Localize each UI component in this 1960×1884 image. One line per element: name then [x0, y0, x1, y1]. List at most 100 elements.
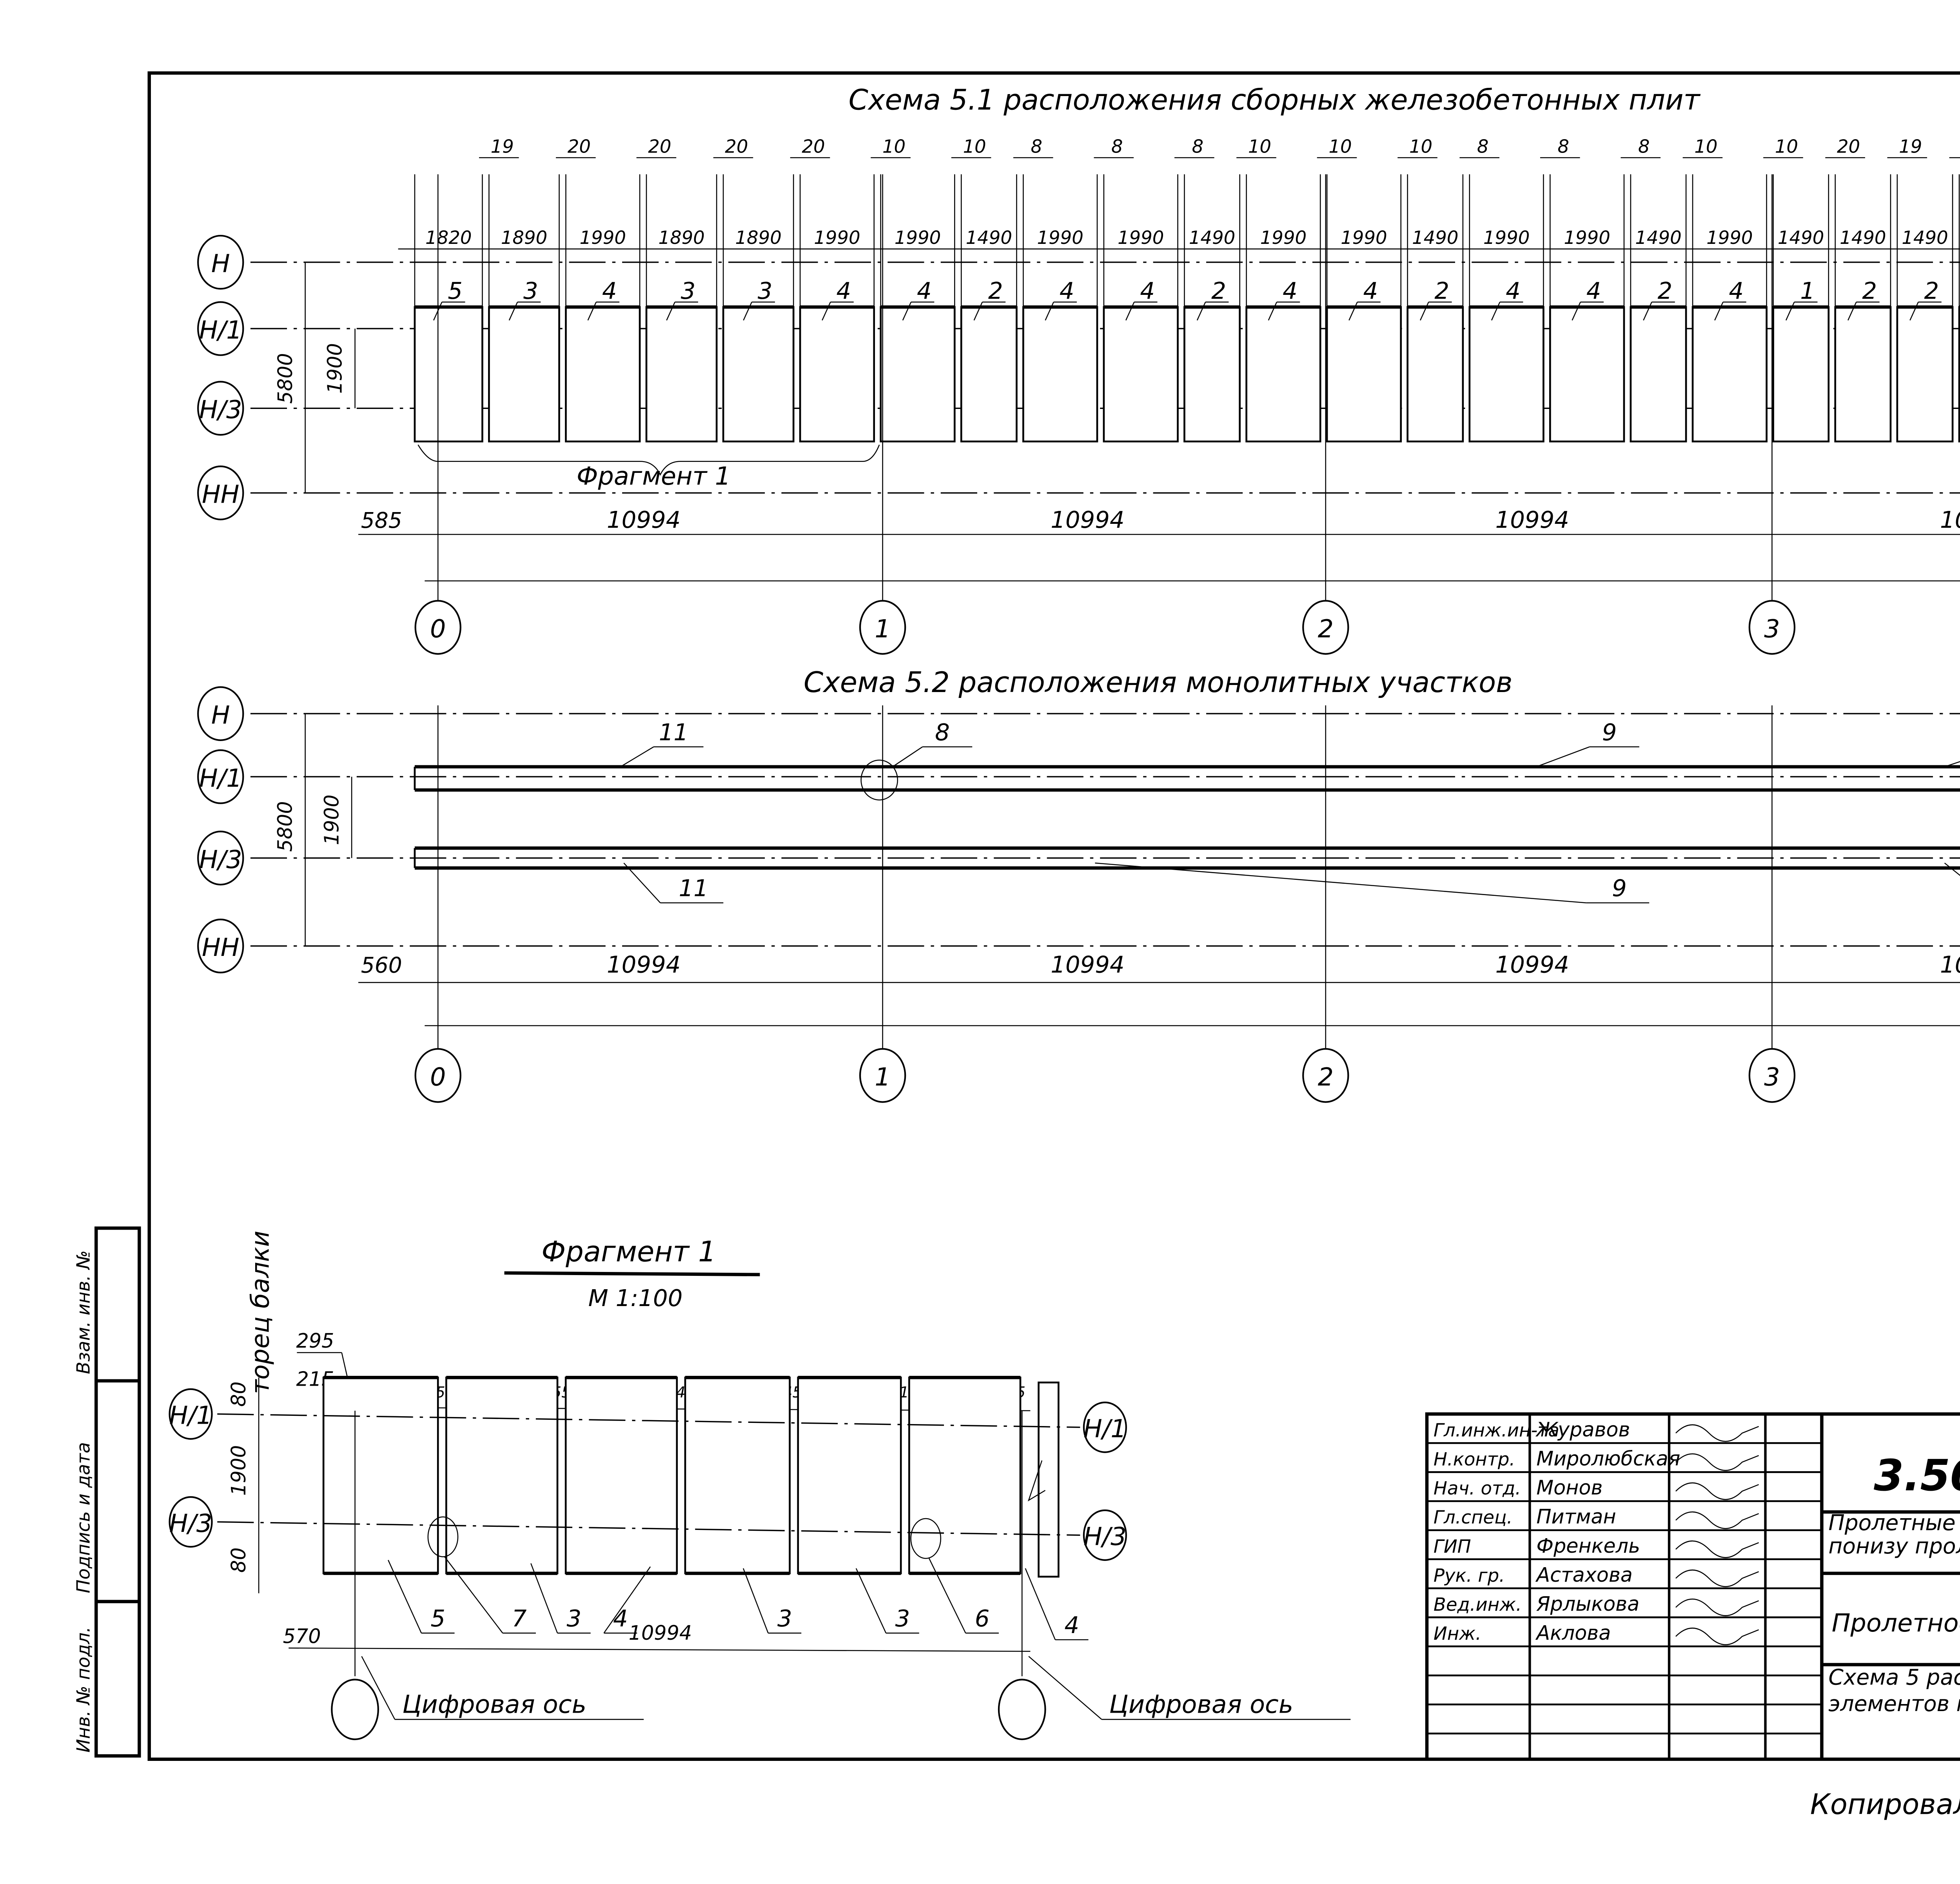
next-plate-cut	[1038, 1381, 1060, 1578]
gap-label: 10	[1694, 136, 1717, 157]
digital-axis-label: Цифровая ось	[1109, 1690, 1293, 1719]
precast-plate	[799, 306, 875, 443]
monolithic-mark: 8	[935, 719, 950, 746]
mark-leader	[623, 863, 661, 903]
scheme-5-1-title: Схема 5.1 расположения сборных железобет…	[849, 83, 1701, 116]
span-label: 10994	[1051, 951, 1124, 978]
row-axis-1-circle	[197, 301, 244, 356]
row-axis-0-label: Н	[211, 249, 230, 278]
bottom-dim-line	[289, 1647, 1031, 1652]
mark-leader	[1491, 302, 1501, 321]
precast-plate	[1834, 306, 1892, 443]
signatory-role: Вед.инж.	[1434, 1594, 1522, 1615]
precast-plate	[1245, 306, 1321, 443]
signatory-role: Н.контр.	[1434, 1449, 1515, 1470]
monolithic-mark: 11	[679, 875, 708, 902]
dim-295: 295	[296, 1329, 334, 1352]
signatory-role: ГИП	[1434, 1536, 1471, 1557]
left-dim-80-bottom: 80	[227, 1548, 250, 1573]
gap-label: 20	[1837, 136, 1860, 157]
gap-label: 8	[1477, 136, 1489, 157]
row-axis-3-circle	[197, 918, 244, 974]
plate-width-label: 1490	[1902, 227, 1948, 248]
signature-scribble	[1675, 1628, 1759, 1645]
gap-label: 8	[1111, 136, 1123, 157]
mark-leader	[1643, 302, 1652, 321]
fragment-span-label: 10994	[629, 1621, 692, 1644]
span-label: 10754	[1940, 506, 1960, 533]
signatory-role: Инж.	[1434, 1623, 1481, 1644]
plate-width-label: 1990	[895, 227, 941, 248]
monolithic-mark: 9	[1612, 875, 1627, 902]
plate-width-label: 1990	[580, 227, 626, 248]
detail-circle-7	[427, 1516, 459, 1557]
precast-plate	[488, 306, 560, 443]
signatory-role: Гл.спец.	[1434, 1507, 1513, 1528]
plate-width-label: 1990	[1706, 227, 1753, 248]
side-stamp-replaced-inv: Взам. инв. №	[73, 1250, 94, 1374]
plate-width-label: 1990	[814, 227, 860, 248]
plate-width-label: 1490	[1189, 227, 1235, 248]
fragment-plate	[684, 1376, 791, 1575]
gap-label: 10	[1328, 136, 1352, 157]
gap-label: 20	[568, 136, 591, 157]
monolithic-mark: 11	[659, 719, 688, 746]
break-line	[1027, 1460, 1046, 1502]
signatory-role: Гл.инж.ин-та	[1434, 1419, 1559, 1441]
mark-leader	[620, 746, 654, 767]
plate-mark: 4	[837, 277, 851, 304]
precast-plate	[1896, 306, 1954, 443]
mark-leader	[822, 302, 831, 321]
dim-5800: 5800	[274, 353, 297, 403]
row-axis-3-circle	[197, 465, 244, 520]
mark-leader	[1847, 302, 1857, 321]
scheme-5-1: Схема 5.1 расположения сборных железобет…	[197, 83, 1960, 655]
row-axis-1-circle	[197, 749, 244, 804]
plate-mark: 5	[448, 277, 463, 304]
fragment-mark: 7	[512, 1605, 527, 1632]
signatory-role: Рук. гр.	[1434, 1565, 1505, 1586]
fragment-plate	[564, 1376, 678, 1575]
span-label: 10754	[1940, 951, 1960, 978]
gap-label: 19	[491, 136, 514, 157]
mark-leader	[743, 302, 752, 321]
precast-plate	[1630, 306, 1687, 443]
row-axis-0-label: Н	[211, 701, 230, 730]
gap-label: 19	[1899, 136, 1922, 157]
column-axis-3-circle	[1748, 600, 1796, 655]
side-stamp: Взам. инв. № Подпись и дата Инв. № подл.	[73, 1226, 141, 1758]
digital-axis-circle	[998, 1679, 1046, 1740]
row-axis-0-circle	[197, 234, 244, 290]
mark-leader	[666, 302, 675, 321]
plate-mark: 3	[523, 277, 538, 304]
row-axis-2-label: Н/3	[199, 395, 242, 424]
column-axis-2-label: 2	[1318, 1062, 1334, 1091]
column-axis-1-circle	[859, 1048, 906, 1103]
fragment-1-scale: М 1:100	[588, 1284, 683, 1312]
row-axis-0-circle	[197, 686, 244, 741]
precast-plate	[880, 306, 956, 443]
column-axis-2-circle	[1302, 1048, 1349, 1103]
signatory-name: Френкель	[1536, 1534, 1640, 1557]
plate-mark: 2	[1862, 277, 1877, 304]
mark-leader	[1125, 302, 1135, 321]
column-axis-0-label: 0	[430, 1062, 446, 1091]
dim-1900: 1900	[320, 794, 343, 845]
gap-label: 10	[963, 136, 986, 157]
gap-label: 8	[1192, 136, 1203, 157]
plate-width-label: 1990	[1118, 227, 1164, 248]
digital-axis-leader	[1028, 1656, 1102, 1720]
plate-width-label: 1890	[735, 227, 781, 248]
signatory-name: Миролюбская	[1536, 1447, 1680, 1470]
left-offset-label: 560	[361, 952, 402, 977]
fragment-label: Фрагмент 1	[577, 461, 731, 491]
fragment-plate	[445, 1376, 559, 1575]
signatory-name: Питман	[1536, 1505, 1616, 1528]
beam-end-label: торец балки	[245, 1231, 274, 1394]
row-axis-3-label: НН	[202, 480, 239, 509]
detail-circle-8	[860, 759, 898, 801]
fragment-row-axis-right-0-label: Н/1	[1083, 1414, 1127, 1443]
mark-leader	[929, 1558, 966, 1633]
mark-leader	[1944, 761, 1960, 767]
